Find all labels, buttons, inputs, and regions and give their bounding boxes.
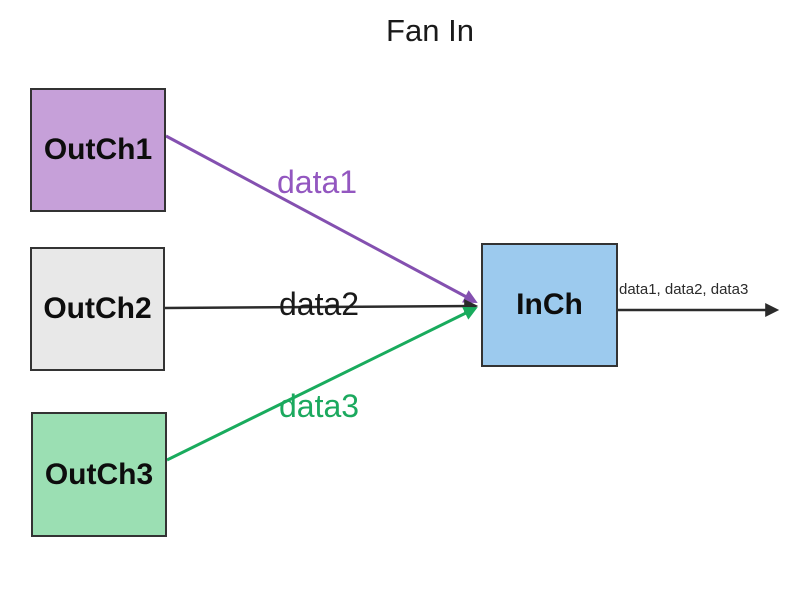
node-outch1: OutCh1 bbox=[30, 88, 166, 212]
node-outch3-label: OutCh3 bbox=[44, 457, 154, 491]
edge-data2-arrow bbox=[164, 299, 479, 314]
edge-label-output: data1, data2, data3 bbox=[619, 281, 749, 298]
node-outch3: OutCh3 bbox=[31, 412, 167, 537]
edge-label-data2: data2 bbox=[279, 286, 360, 322]
edge-label-data1: data1 bbox=[277, 164, 358, 200]
edge-data1-arrow bbox=[165, 134, 478, 303]
node-inch-label: InCh bbox=[516, 288, 583, 321]
node-outch2: OutCh2 bbox=[30, 247, 165, 371]
node-outch1-label: OutCh1 bbox=[43, 133, 153, 166]
node-inch: InCh bbox=[481, 243, 618, 367]
diagram-title: Fan In bbox=[386, 13, 474, 48]
edge-label-data3: data3 bbox=[279, 388, 360, 424]
node-outch2-label: OutCh2 bbox=[43, 292, 152, 325]
edge-data3-arrow bbox=[166, 307, 478, 462]
